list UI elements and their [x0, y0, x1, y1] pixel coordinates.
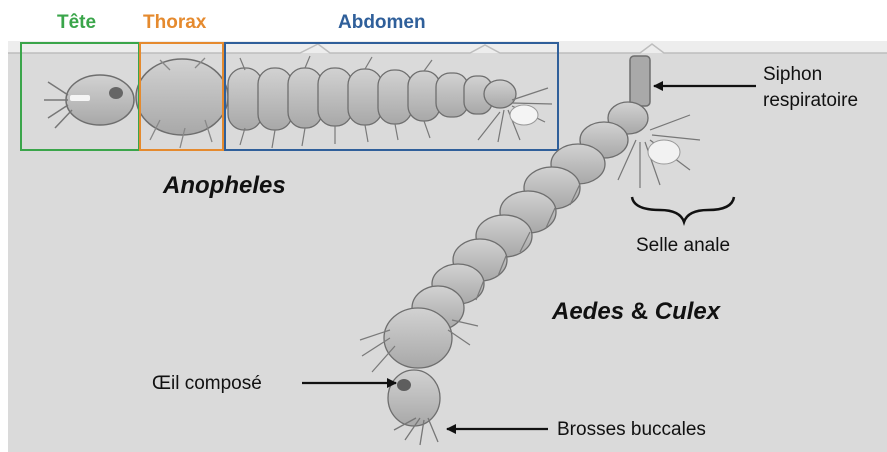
culex-label: Culex — [655, 298, 720, 325]
head-label: Tête — [57, 13, 96, 32]
ampersand-label: & — [631, 298, 648, 325]
selle-anale-label: Selle anale — [636, 236, 730, 255]
aedes-label: Aedes — [552, 298, 624, 325]
oeil-compose-label: Œil composé — [152, 374, 262, 393]
siphon-label-line1: Siphon — [763, 65, 822, 84]
brosses-buccales-label: Brosses buccales — [557, 420, 706, 439]
aedes-culex-label: Aedes & Culex — [552, 300, 720, 324]
siphon-label-line2: respiratoire — [763, 91, 858, 110]
anopheles-label: Anopheles — [163, 174, 286, 198]
thorax-label: Thorax — [143, 13, 206, 32]
abdomen-label: Abdomen — [338, 13, 426, 32]
